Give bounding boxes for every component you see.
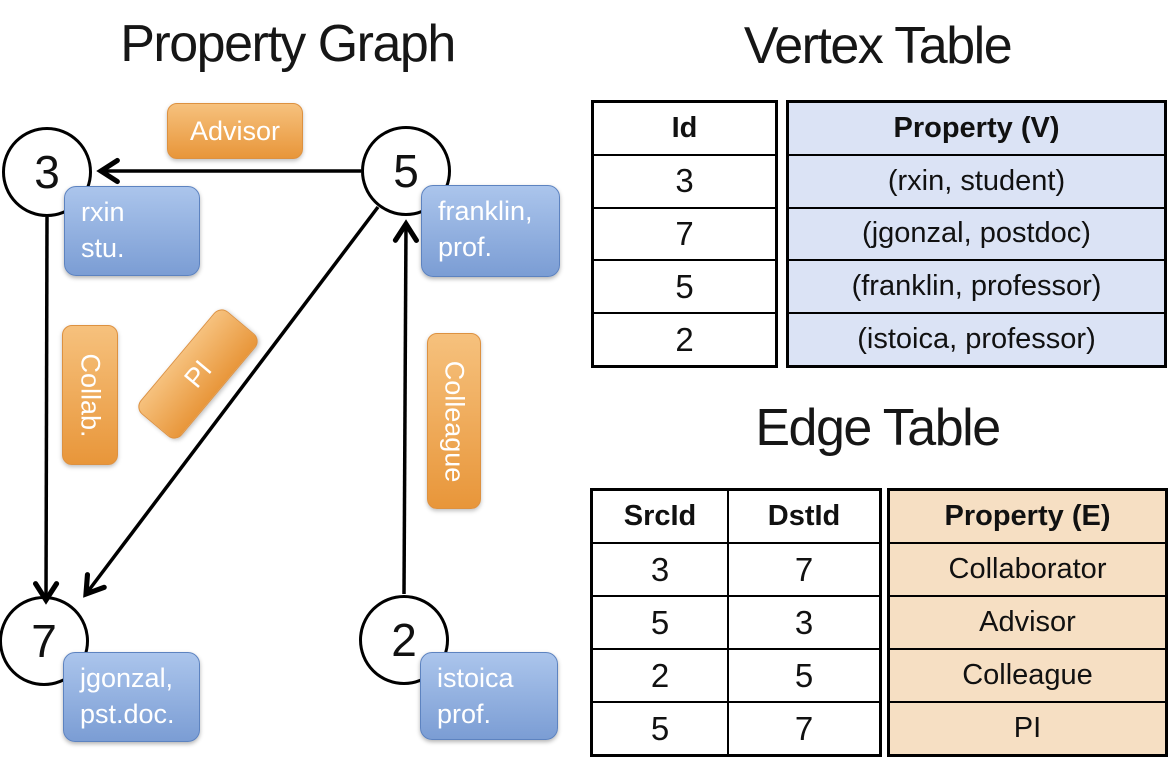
table-cell: 7 — [794, 550, 814, 588]
edge-collab-3-to-7 — [32, 216, 60, 605]
node-id-label: 7 — [31, 615, 57, 667]
table-cell: Colleague — [890, 648, 1165, 701]
property-graph-title: Property Graph — [120, 15, 456, 73]
vertex-prop-line: rxin — [81, 197, 125, 227]
table-cell: PI — [890, 701, 1165, 754]
edge-table-header-srcid: SrcId — [593, 491, 729, 542]
graph-node-5: 5 — [361, 126, 451, 216]
table-cell: (istoica, professor) — [789, 312, 1164, 365]
table-cell: 3 — [594, 153, 775, 207]
table-cell: 3 — [794, 603, 814, 641]
table-cell: (rxin, student) — [789, 153, 1164, 207]
table-cell: (jgonzal, postdoc) — [789, 206, 1164, 260]
vertex-table-title: Vertex Table — [743, 17, 1013, 75]
edge-label-text: Collab. — [75, 352, 106, 438]
vertex-prop-box-3: rxin stu. — [64, 186, 200, 276]
table-cell: 5 — [593, 703, 729, 754]
edge-label-text: Colleague — [439, 360, 470, 482]
edge-label-text: Advisor — [189, 115, 281, 146]
vertex-prop-line: prof. — [437, 698, 492, 729]
edge-colleague-2-to-5 — [392, 219, 419, 595]
edge-label-pi: PI — [134, 305, 262, 443]
edge-label-advisor: Advisor — [167, 103, 303, 159]
edge-table-title: Edge Table — [755, 399, 1001, 457]
table-cell: 2 — [593, 650, 729, 701]
table-cell: 5 — [593, 597, 729, 648]
table-cell: Collaborator — [890, 542, 1165, 595]
edge-label-colleague: Colleague — [427, 333, 481, 509]
vertex-prop-line: franklin, — [438, 196, 533, 226]
vertex-prop-line: istoica — [437, 663, 514, 693]
vertex-prop-line: prof. — [438, 231, 493, 262]
vertex-table-id-column: Id 3 7 5 2 — [591, 100, 778, 368]
vertex-prop-box-2: istoica prof. — [420, 652, 558, 740]
node-id-label: 2 — [391, 614, 417, 666]
edge-label-collab: Collab. — [62, 325, 118, 465]
vertex-prop-line: jgonzal, — [80, 663, 174, 693]
vertex-table-property-column: Property (V) (rxin, student) (jgonzal, p… — [786, 100, 1167, 368]
vertex-table-header-property: Property (V) — [893, 111, 1060, 144]
table-cell: Advisor — [890, 595, 1165, 648]
table-cell: 2 — [594, 312, 775, 365]
edge-table-id-columns: SrcId DstId 3 7 5 3 2 5 5 7 — [590, 488, 882, 757]
edge-table-header-dstid: DstId — [767, 500, 841, 532]
table-cell: 3 — [593, 544, 729, 595]
table-cell: 5 — [794, 656, 814, 694]
edge-table-property-column: Property (E) Collaborator Advisor Collea… — [887, 488, 1168, 757]
node-id-label: 5 — [393, 145, 419, 197]
vertex-prop-line: pst.doc. — [80, 698, 175, 729]
table-cell: 5 — [594, 259, 775, 312]
graph-node-3: 3 — [2, 127, 92, 217]
edge-label-text: PI — [177, 354, 218, 394]
vertex-prop-line: stu. — [81, 232, 125, 263]
table-cell: 7 — [794, 709, 814, 747]
vertex-prop-box-7: jgonzal, pst.doc. — [63, 652, 200, 742]
vertex-prop-box-5: franklin, prof. — [421, 185, 560, 277]
edge-table-header-property: Property (E) — [944, 500, 1111, 532]
table-cell: (franklin, professor) — [789, 259, 1164, 312]
table-cell: 7 — [594, 206, 775, 260]
node-id-label: 3 — [34, 146, 60, 198]
vertex-table-header-id: Id — [671, 111, 698, 144]
